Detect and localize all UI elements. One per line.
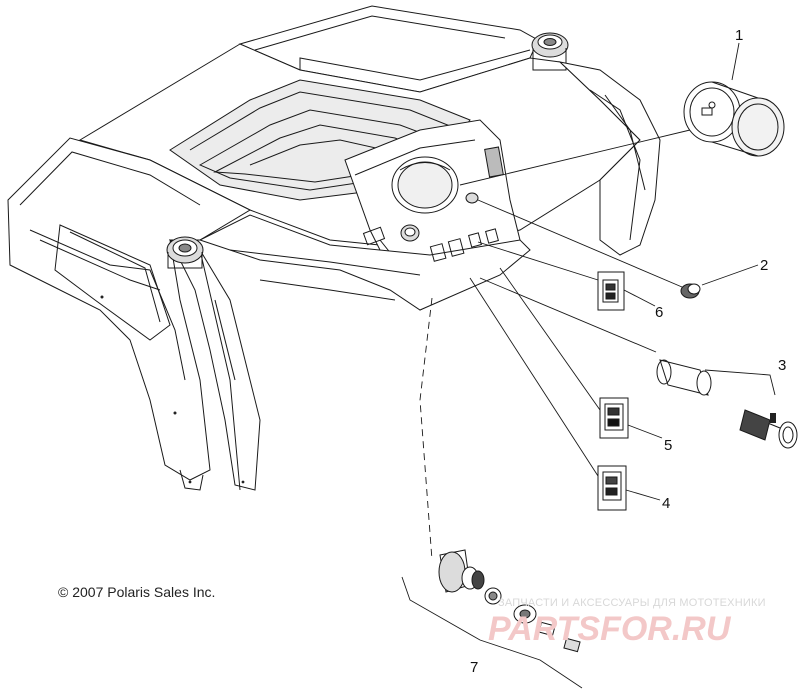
callout-6: 6 (655, 304, 663, 321)
part-speedometer-gauge (683, 81, 785, 157)
dashboard-assembly (7, 5, 661, 491)
watermark-tagline: ЗАПЧАСТИ И АКСЕССУАРЫ ДЛЯ МОТОТЕХНИКИ (498, 597, 766, 609)
callout-4: 4 (662, 495, 670, 512)
callout-3: 3 (778, 357, 786, 374)
part-indicator-knob (680, 283, 701, 299)
copyright-text: © 2007 Polaris Sales Inc. (58, 584, 215, 600)
watermark-logo: PARTSFOR.RU (488, 610, 732, 648)
part-power-socket (656, 359, 798, 449)
callout-2: 2 (760, 257, 768, 274)
callout-5: 5 (664, 437, 672, 454)
part-ignition-switch (419, 297, 581, 653)
part-rocker-switch-6 (597, 271, 625, 311)
callout-1: 1 (735, 27, 743, 44)
callout-7: 7 (470, 659, 478, 676)
part-rocker-switch-4 (597, 465, 627, 511)
part-rocker-switch-5 (599, 397, 629, 439)
